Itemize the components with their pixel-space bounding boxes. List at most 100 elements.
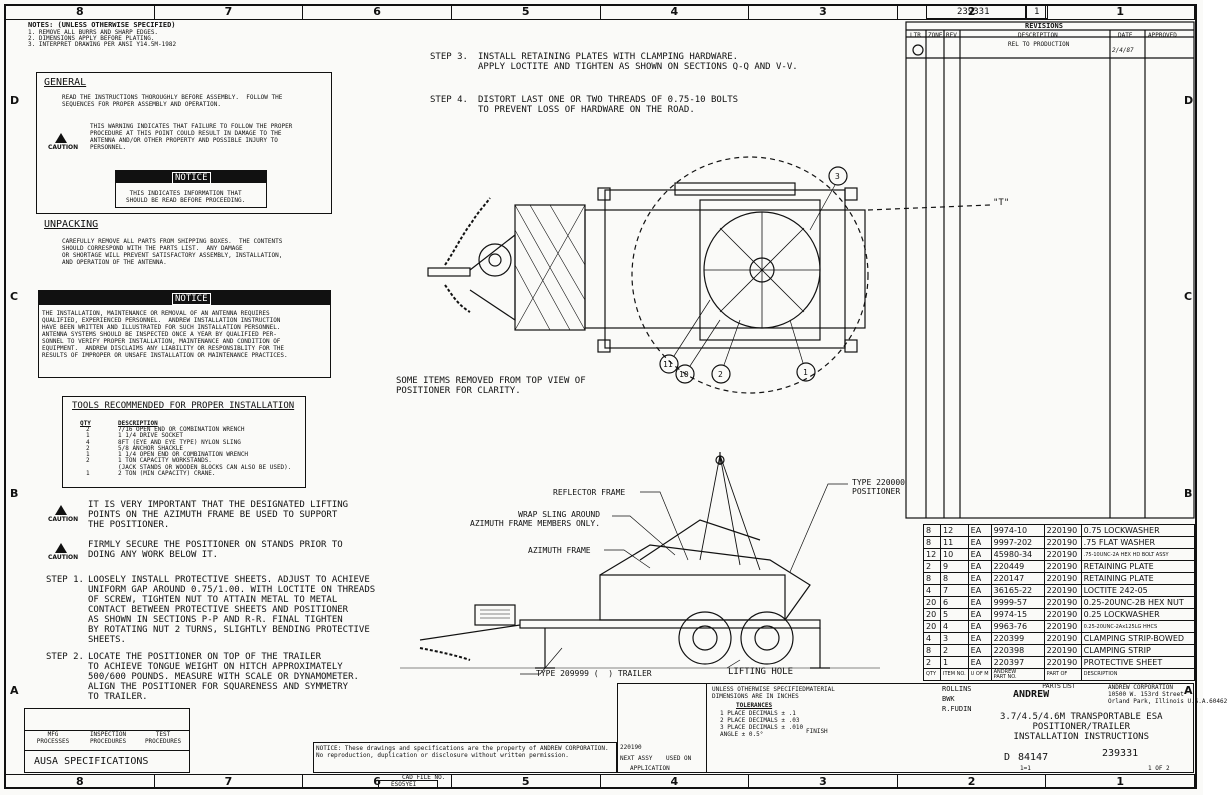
tb-dims: DIMENSIONS ARE IN INCHES <box>712 693 799 700</box>
tb-tolerances: TOLERANCES <box>736 702 773 709</box>
step-4-label: STEP 4. <box>430 95 468 105</box>
parts-cell: 220190 <box>1043 596 1082 609</box>
zone-label: 1 <box>1046 5 1195 19</box>
zone-label: 3 <box>749 5 898 19</box>
parts-cell: 12 <box>940 524 969 537</box>
callout-circle <box>675 364 695 384</box>
parts-cell: EA <box>967 584 992 597</box>
cad-file-label: CAD FILE NO. <box>402 774 446 781</box>
zone-label: 7 <box>155 5 304 19</box>
lifting-sling <box>699 454 761 571</box>
leader <box>789 483 848 573</box>
detail-leader <box>867 204 991 211</box>
parts-cell: RETAINING PLATE <box>1080 572 1195 585</box>
tb-material: MATERIAL <box>806 686 835 693</box>
parts-cell: EA <box>967 632 992 645</box>
parts-cell: 2 <box>940 644 969 657</box>
parts-cell: EA <box>967 656 992 669</box>
zone-label: C <box>10 290 19 303</box>
label-lifting-hole: LIFTING HOLE <box>728 667 794 677</box>
step-3-text: INSTALL RETAINING PLATES WITH CLAMPING H… <box>478 52 798 72</box>
trailer-wheel <box>740 611 794 665</box>
hitch <box>427 267 471 277</box>
parts-cell: 220190 <box>1043 620 1082 633</box>
rev-col: DATE <box>1118 32 1133 39</box>
zone-label: 2 <box>898 5 1047 19</box>
proc-inspection: INSPECTION PROCEDURES <box>89 731 127 745</box>
leader <box>612 515 676 556</box>
parts-cell: 36165-22 <box>990 584 1045 597</box>
tb-finish: FINISH <box>806 728 828 735</box>
notice-label: NOTICE <box>172 293 211 305</box>
zone-label: 5 <box>452 775 601 789</box>
parts-cell: EA <box>967 524 992 537</box>
positioner-body <box>599 574 786 621</box>
unpacking-text: CAREFULLY REMOVE ALL PARTS FROM SHIPPING… <box>62 238 283 266</box>
parts-cell: 9963-76 <box>990 620 1045 633</box>
company-address: ANDREW CORPORATION 10500 W. 153rd Street… <box>1108 684 1227 705</box>
callout-circle <box>828 166 848 186</box>
rev-col: LTR <box>910 32 921 39</box>
parts-cell: .75 FLAT WASHER <box>1080 536 1195 549</box>
parts-cell: 2 <box>923 656 941 669</box>
callout-circle <box>659 354 679 374</box>
company-logo: ANDREW <box>1013 689 1050 700</box>
parts-cell: .75-10UNC-2A HEX HD BOLT ASSY <box>1080 548 1195 561</box>
next-assy: 220190 <box>620 744 642 751</box>
caution-stands-text: FIRMLY SECURE THE POSITIONER ON STANDS P… <box>88 540 343 560</box>
revision-block <box>905 21 1195 519</box>
parts-cell: EA <box>967 560 992 573</box>
parts-cell: 0.75 LOCKWASHER <box>1080 524 1195 537</box>
step-1-label: STEP 1. <box>46 575 84 585</box>
used-on-label: USED ON <box>666 755 692 762</box>
caution-text: THIS WARNING INDICATES THAT FAILURE TO F… <box>90 123 293 151</box>
notice-text: THE INSTALLATION, MAINTENANCE OR REMOVAL… <box>42 310 288 359</box>
zone-label: B <box>1184 487 1193 500</box>
general-text: READ THE INSTRUCTIONS THOROUGHLY BEFORE … <box>62 94 283 108</box>
app-block <box>617 683 707 773</box>
cad-file-number: ESO5YEI <box>391 781 417 788</box>
label-positioner: TYPE 220000 POSITIONER <box>852 478 905 496</box>
parts-cell: 220190 <box>1043 632 1082 645</box>
parts-cell: 11 <box>940 536 969 549</box>
trailer-deck <box>519 619 821 629</box>
battery-hatch <box>480 609 510 619</box>
parts-cell: EA <box>967 596 992 609</box>
parts-cell: EA <box>967 608 992 621</box>
proc-test: TEST PROCEDURES <box>144 731 182 745</box>
tools-qty-header: QTY <box>80 420 91 427</box>
leader <box>604 549 651 569</box>
zone-label: B <box>10 487 19 500</box>
parts-cell: 220399 <box>990 632 1045 645</box>
corner-pad <box>844 187 858 201</box>
wheel-hub <box>692 625 718 651</box>
zone-label: 8 <box>6 5 155 19</box>
next-assy-label: NEXT ASSY <box>620 755 653 762</box>
azimuth-frame <box>639 519 761 561</box>
callout-leaders <box>673 184 836 367</box>
parts-cell: 220397 <box>990 656 1045 669</box>
parts-cell: 220190 <box>1043 584 1082 597</box>
parts-cell: 220190 <box>1043 656 1082 669</box>
rev-desc: REL TO PRODUCTION <box>1008 41 1070 48</box>
parts-cell: 20 <box>923 608 941 621</box>
parts-cell: 220398 <box>990 644 1045 657</box>
label-wrap-sling: WRAP SLING AROUND AZIMUTH FRAME MEMBERS … <box>470 510 601 528</box>
parts-footer-cell: DESCRIPTION <box>1080 668 1195 681</box>
tools-desc: 7/16 OPEN END OR COMBINATION WRENCH 1 1/… <box>118 426 292 478</box>
tb-unless: UNLESS OTHERWISE SPECIFIED <box>712 686 806 693</box>
ausa-specs: AUSA SPECIFICATIONS <box>34 756 149 767</box>
reflector-frame <box>599 544 811 621</box>
leader <box>726 659 741 669</box>
proc-row <box>24 730 190 751</box>
zone-strip-top: 8 7 6 5 4 3 2 1 <box>6 5 1195 20</box>
zone-label: 7 <box>155 775 304 789</box>
legal-block <box>313 742 617 773</box>
notice-box <box>115 170 267 208</box>
mesh-hatch <box>514 204 586 331</box>
